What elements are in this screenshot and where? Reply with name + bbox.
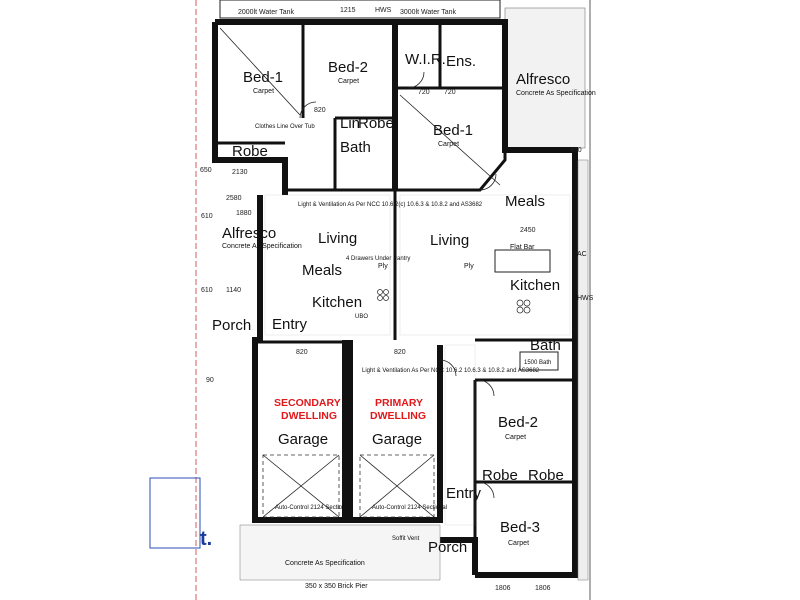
dim-2450: 2450 <box>520 227 536 234</box>
pri-bath-label: Bath <box>530 337 561 354</box>
water-tank-band: 2000lt Water Tank 3000lt Water Tank 1215… <box>219 0 501 19</box>
pri-garage-door: Auto-Control 2124 Sectional <box>372 505 447 511</box>
site-pier: 350 x 350 Brick Pier <box>305 583 368 590</box>
sec-bath-label: Bath <box>340 139 371 156</box>
pri-flat-bar: Flat Bar <box>510 244 535 251</box>
dim-2130: 2130 <box>232 169 248 176</box>
sec-bed2-floor: Carpet <box>338 78 359 85</box>
sec-garage-door: Auto-Control 2124 Sectional <box>275 505 350 511</box>
pri-alfresco-note: Concrete As Specification <box>516 90 596 97</box>
cooktop-primary <box>516 299 531 314</box>
sec-alfresco-note: Concrete As Specification <box>222 243 302 250</box>
bottom-concrete <box>239 524 441 581</box>
site-concrete: Concrete As Specification <box>285 560 365 567</box>
pri-living-label: Living <box>430 232 469 249</box>
pri-meals-label: Meals <box>505 193 545 210</box>
pri-ply-label: Ply <box>464 263 474 270</box>
sec-entry-label: Entry <box>272 316 308 333</box>
ground-hatch-top <box>504 7 586 149</box>
sec-vent-note: Light & Ventilation As Per NCC 10.6.2(c)… <box>298 202 483 208</box>
dim-720a: 720 <box>418 89 430 96</box>
dim-1806a: 1806 <box>495 585 511 592</box>
dim-1215: 1215 <box>340 7 356 14</box>
bath-tub <box>519 351 559 371</box>
pri-garage-label: Garage <box>372 431 422 448</box>
dim-820c: 820 <box>394 349 406 356</box>
tile-grid <box>264 194 571 526</box>
sec-bed1-label: Bed-1 <box>243 69 283 86</box>
pri-dwelling-line1: PRIMARY <box>375 397 423 409</box>
pri-kitchen-label: Kitchen <box>510 277 560 294</box>
pri-bed1-floor: Carpet <box>438 141 459 148</box>
sec-bed1-floor: Carpet <box>253 88 274 95</box>
garage-secondary-car-space <box>262 454 340 518</box>
margin-box: t. <box>149 477 212 550</box>
dim-1140: 1140 <box>226 287 241 294</box>
door-arcs <box>299 71 497 499</box>
dim-450: 450 <box>570 147 582 154</box>
primary-walls <box>347 19 578 578</box>
bed1-sec-diagonal <box>219 27 301 116</box>
dim-1806b: 1806 <box>535 585 551 592</box>
site-soffit-vent: Soffit Vent <box>392 536 420 542</box>
sec-pantry-note: 4 Drawers Under Pantry <box>346 256 410 262</box>
garage-primary-car-space <box>359 454 435 518</box>
kitchen-island <box>494 249 551 273</box>
bed1-pri-diagonal <box>399 94 501 186</box>
sec-clothes-line: Clothes Line Over Tub <box>255 124 315 130</box>
sec-dwelling-line1: SECONDARY <box>274 397 341 409</box>
sec-bed2-label: Bed-2 <box>328 59 368 76</box>
sec-dwelling-line2: DWELLING <box>281 410 337 422</box>
dim-820b: 820 <box>296 349 308 356</box>
pri-wir-label: W.I.R. <box>405 51 446 68</box>
dim-820a: 820 <box>314 107 326 114</box>
dim-2580: 2580 <box>226 195 242 202</box>
dim-90: 90 <box>206 377 214 384</box>
hws-top: HWS <box>375 7 392 14</box>
pri-bed3-floor: Carpet <box>508 540 529 547</box>
pri-robe-label-a: Robe <box>482 467 518 484</box>
sec-ply-label: Ply <box>378 263 388 270</box>
pri-bed2-label: Bed-2 <box>498 414 538 431</box>
pri-robe-label-b: Robe <box>528 467 564 484</box>
pri-bed2-floor: Carpet <box>505 434 526 441</box>
dim-610b: 610 <box>201 287 213 294</box>
sec-meals-label: Meals <box>302 262 342 279</box>
dim-610a: 610 <box>201 213 213 220</box>
pri-bed3-label: Bed-3 <box>500 519 540 536</box>
pri-ens-label: Ens. <box>446 53 476 70</box>
sec-robe2-label: Robe <box>358 115 394 132</box>
right-hatch-strip <box>577 159 589 581</box>
pri-entry-label: Entry <box>446 485 482 502</box>
site-ubo: UBO <box>355 314 368 320</box>
pri-bath-tub: 1500 Bath <box>524 360 551 366</box>
pri-dwelling-line2: DWELLING <box>370 410 426 422</box>
site-ac: AC <box>577 251 587 258</box>
cooktop-secondary <box>377 289 389 301</box>
sec-living-label: Living <box>318 230 357 247</box>
pri-bed1-label: Bed-1 <box>433 122 473 139</box>
dim-720b: 720 <box>444 89 456 96</box>
margin-text: t. <box>200 528 212 550</box>
site-hws: HWS <box>577 295 594 302</box>
sec-porch-label: Porch <box>212 317 251 334</box>
water-tank-primary: 3000lt Water Tank <box>400 9 457 16</box>
sec-robe-label: Robe <box>232 143 268 160</box>
water-tank-secondary: 2000lt Water Tank <box>238 9 295 16</box>
dim-650: 650 <box>200 167 212 174</box>
sec-garage-label: Garage <box>278 431 328 448</box>
sec-kitchen-label: Kitchen <box>312 294 362 311</box>
sec-lin-label: Lin <box>340 115 360 132</box>
pri-vent-note: Light & Ventilation As Per NCC 10.6.2 10… <box>362 368 540 374</box>
sec-alfresco-label: Alfresco <box>222 225 276 242</box>
pri-alfresco-label: Alfresco <box>516 71 570 88</box>
pri-porch-label: Porch <box>428 539 467 556</box>
dim-1880: 1880 <box>236 210 252 217</box>
